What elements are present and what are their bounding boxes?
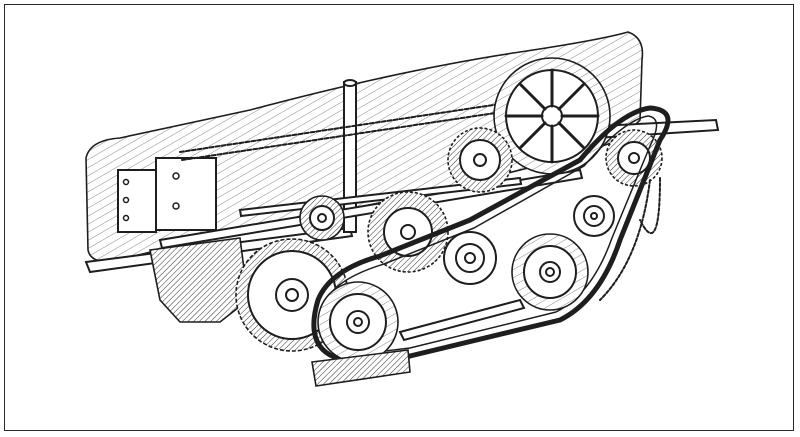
large-spoked-wheel [493, 57, 611, 175]
vertical-shaft [343, 79, 357, 233]
bottom-link-bar [398, 298, 526, 342]
lower-pulley-large [511, 233, 589, 311]
idler-pulley [573, 195, 615, 237]
hanging-chain [599, 177, 661, 301]
small-gear [299, 195, 345, 241]
left-bracket [117, 157, 217, 233]
lower-casting [149, 237, 249, 323]
base-foot [311, 349, 411, 387]
middle-gear [447, 127, 513, 193]
front-pulley [317, 281, 399, 363]
inner-pulley [443, 231, 497, 285]
